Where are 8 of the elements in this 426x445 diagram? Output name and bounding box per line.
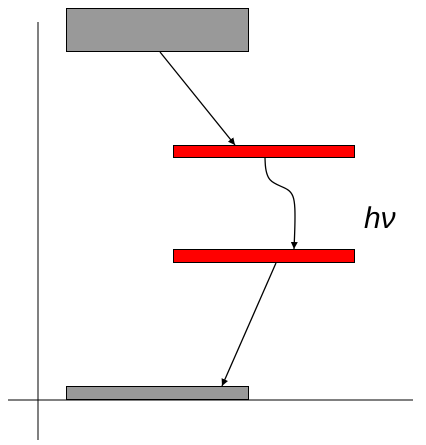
energy-level-bar: [66, 8, 249, 52]
arrow: [264, 158, 298, 250]
arrow: [160, 52, 236, 146]
energy-level-bar: [173, 145, 355, 158]
photon-label: hν: [364, 204, 396, 234]
energy-level-bar: [66, 386, 249, 400]
energy-level-bar: [173, 249, 355, 263]
arrow: [221, 262, 277, 386]
